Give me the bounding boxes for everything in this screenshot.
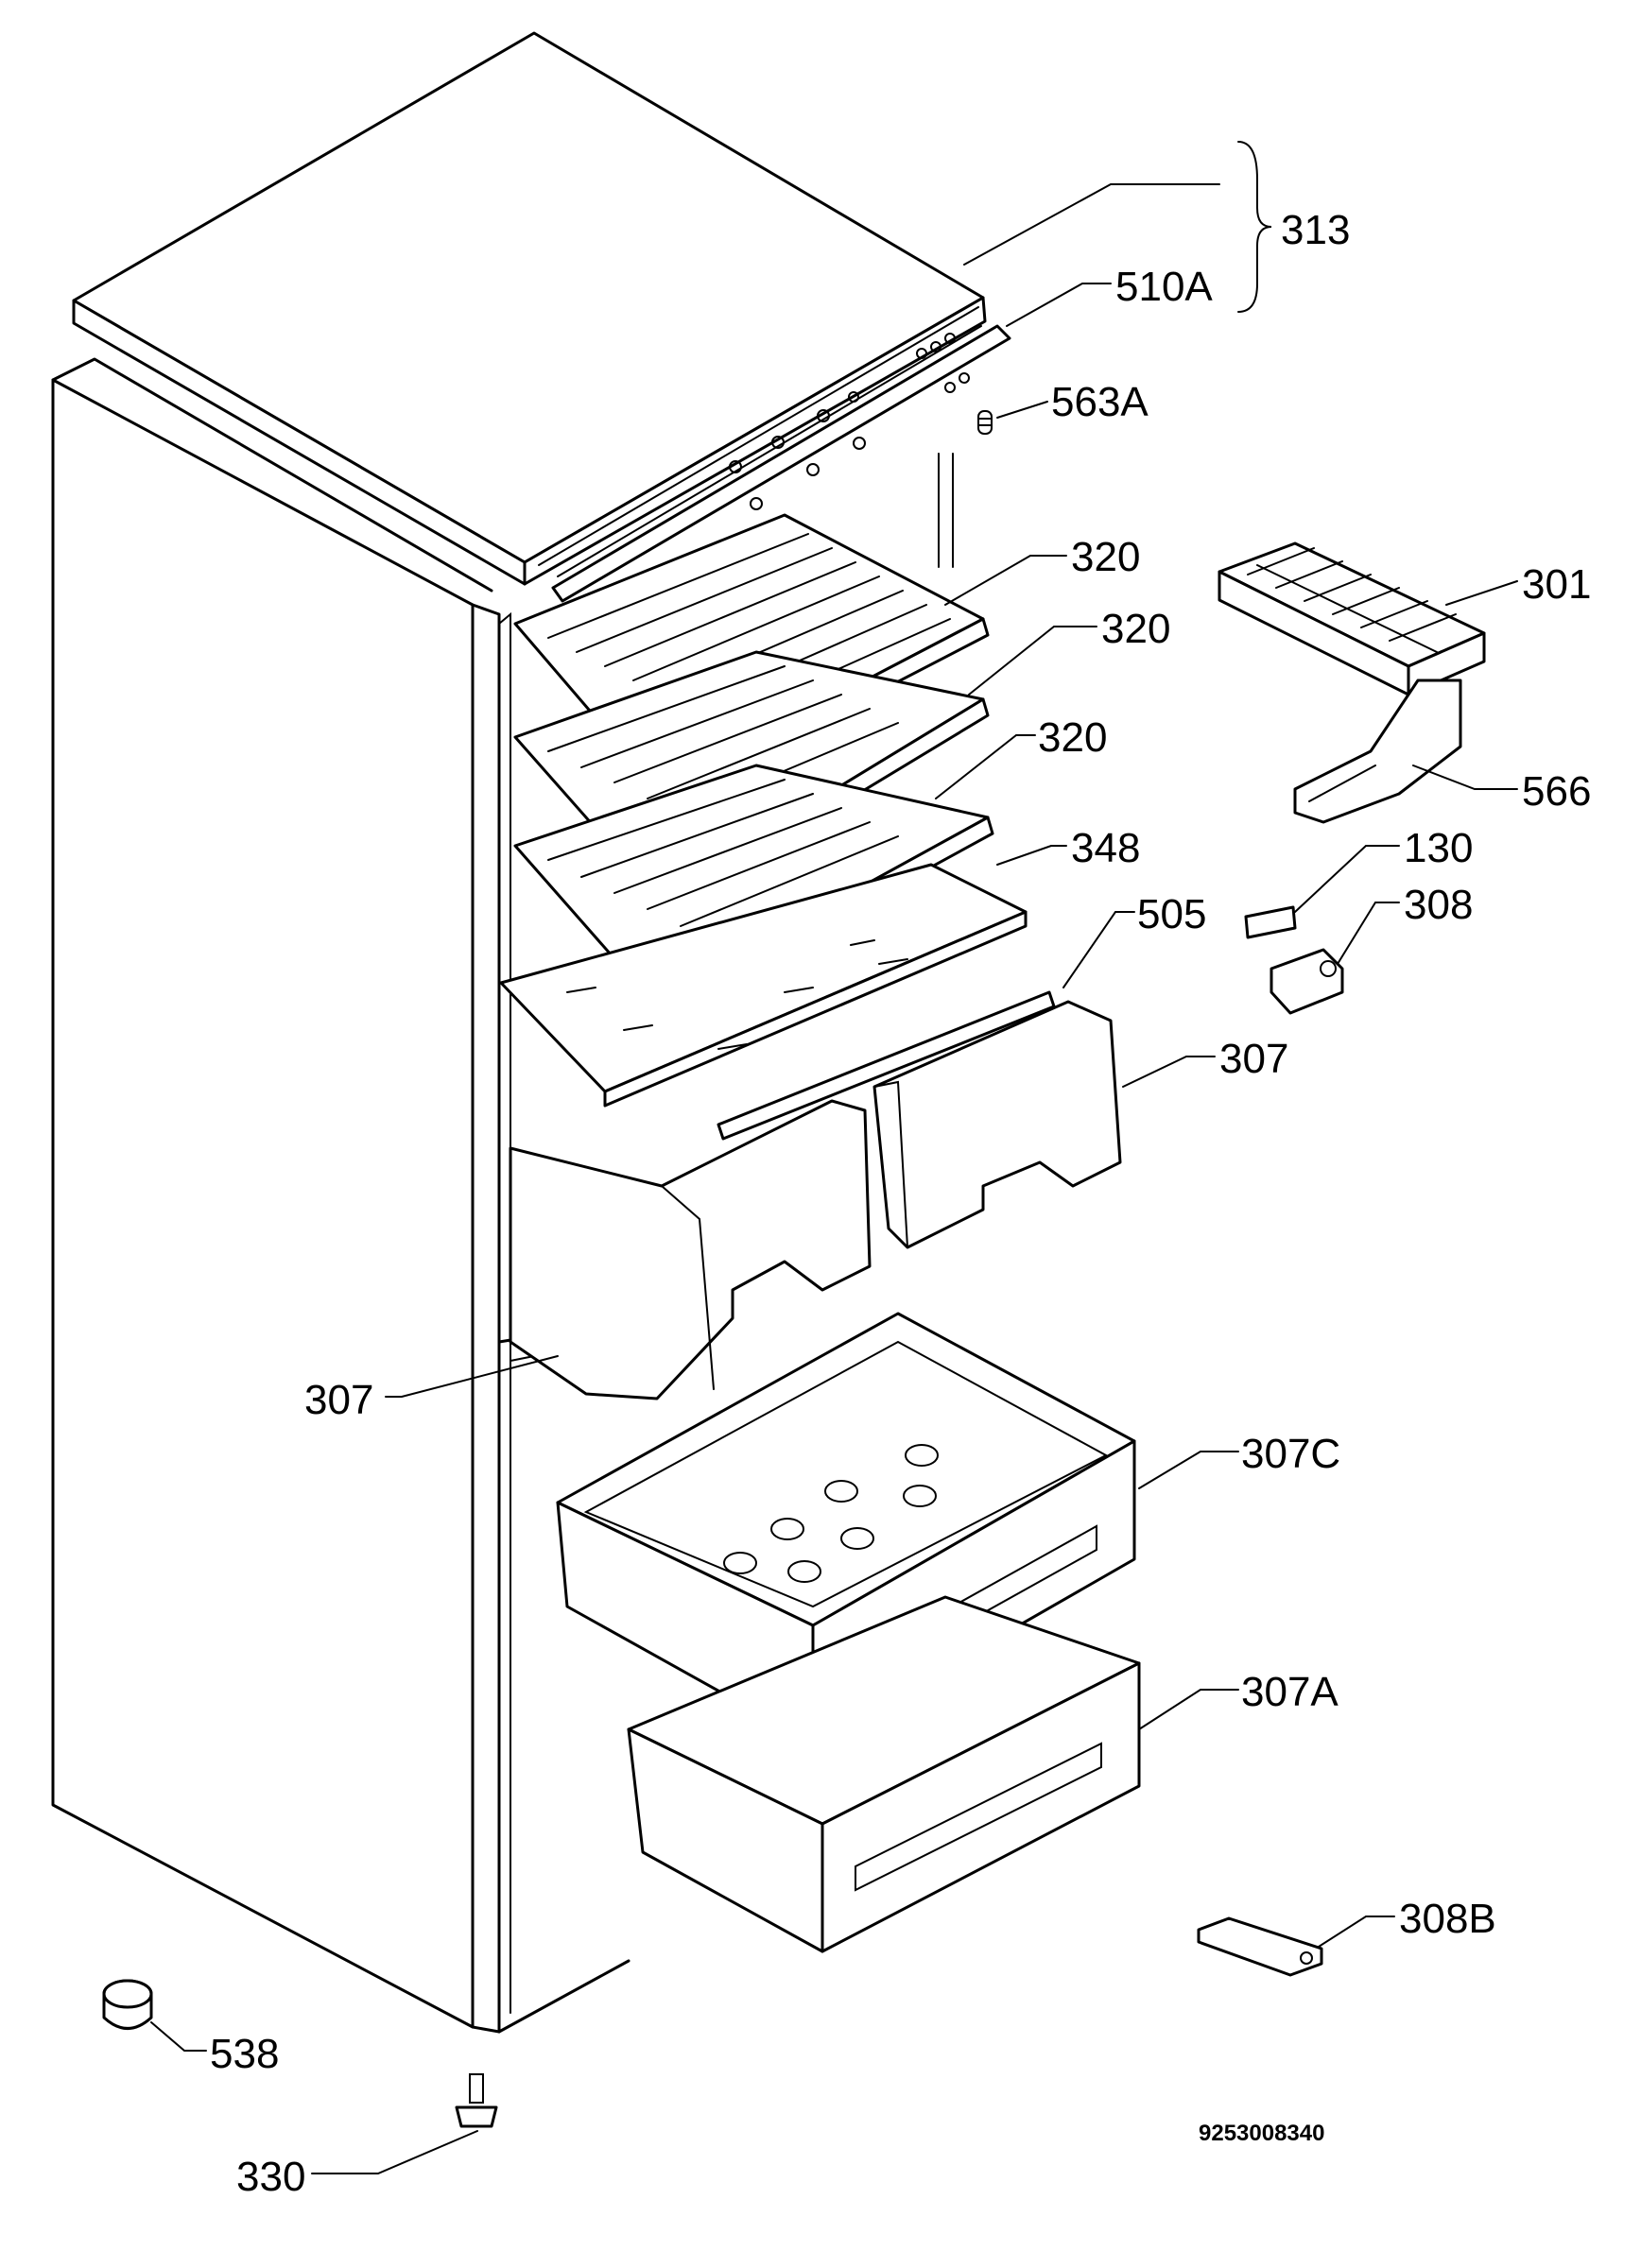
callout-563a: 563A [1051,379,1149,425]
callout-308: 308 [1404,882,1473,928]
glass-shelf [499,863,1028,1108]
callout-307-right: 307 [1219,1036,1288,1082]
callout-320-middle: 320 [1101,606,1170,652]
foot-cap [102,1979,153,2030]
cabinet-body [51,357,630,2034]
callout-307c: 307C [1241,1431,1340,1477]
callout-538: 538 [210,2031,279,2077]
callout-130: 130 [1404,825,1473,871]
callout-505: 505 [1137,891,1206,937]
control-strip [551,324,1011,603]
freezer-drawer-right [872,1000,1122,1249]
top-cover [72,31,987,586]
leader-lines [150,141,1518,2174]
hinge-308 [1270,948,1344,1015]
callout-labels: 313 510A 563A 320 320 320 301 566 348 13… [210,207,1591,2200]
callout-313: 313 [1281,207,1350,253]
callout-307a: 307A [1241,1669,1339,1715]
callout-301: 301 [1522,561,1591,608]
callout-348: 348 [1071,825,1140,871]
crisper-tray-bottom [627,1595,1141,1953]
adjustable-foot [455,2073,498,2128]
callout-307-left: 307 [304,1377,373,1423]
callout-510a: 510A [1115,264,1213,310]
hinge-308b [1197,1916,1323,1977]
callout-566: 566 [1522,768,1591,815]
freezer-drawer-left [509,1099,872,1400]
document-code: 9253008340 [1199,2121,1324,2146]
ice-scraper [1293,679,1462,824]
callout-320-top: 320 [1071,534,1140,580]
lamp-part [938,410,993,568]
small-bracket-130 [1244,905,1297,939]
ice-cube-tray [1218,541,1486,696]
callout-308b: 308B [1399,1896,1496,1942]
callout-320-bottom: 320 [1038,714,1107,761]
callout-330: 330 [236,2154,305,2200]
